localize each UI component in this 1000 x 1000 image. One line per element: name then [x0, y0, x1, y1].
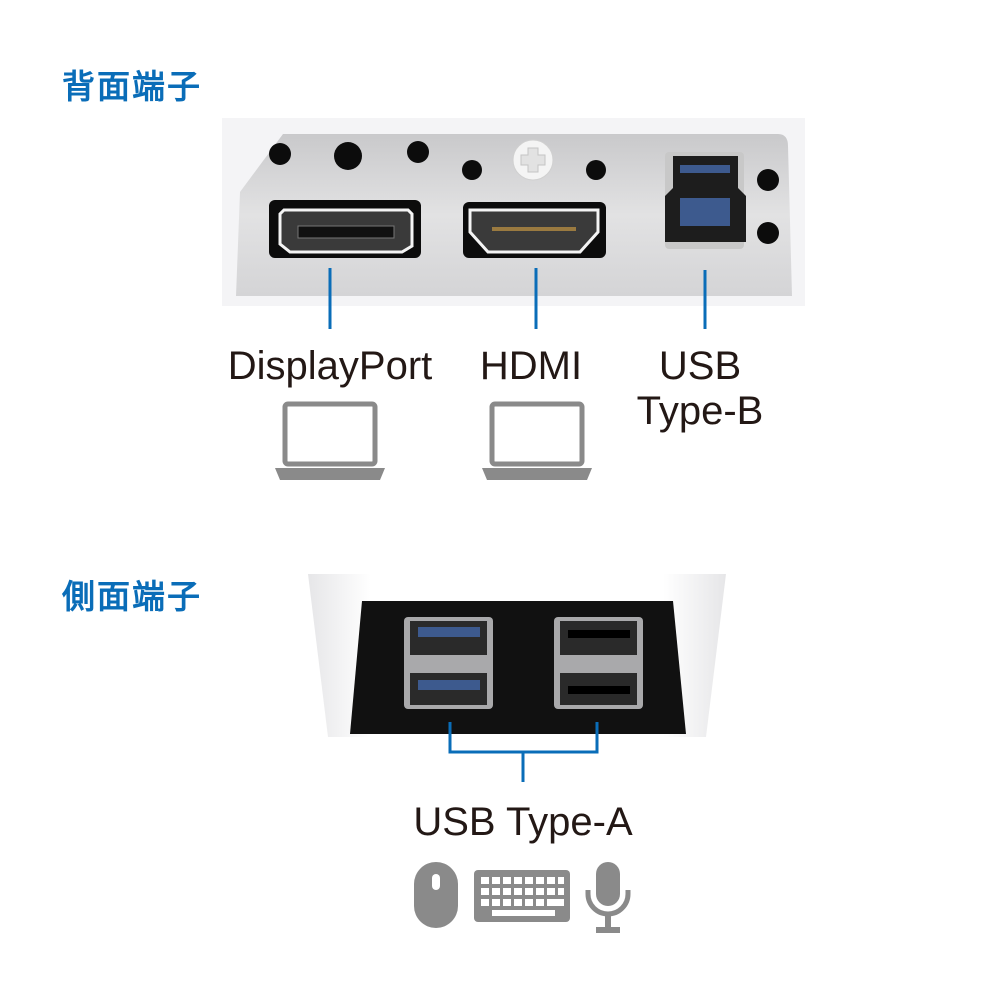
screw-icon: [512, 139, 554, 181]
vent-holes: [269, 141, 779, 244]
hdmi-port: [463, 202, 606, 258]
laptop-icon: [275, 401, 385, 480]
usb-type-a-port-pair-black: [554, 617, 643, 709]
laptop-icon: [482, 401, 592, 480]
side-bracket-line: [448, 722, 599, 782]
rear-panel: [222, 118, 805, 306]
usb-b-label-line2: Type-B: [636, 389, 764, 433]
displayport-label: DisplayPort: [227, 344, 433, 388]
usb-type-b-port: [665, 152, 746, 249]
side-section-title: 側面端子: [62, 577, 202, 616]
usb-type-a-port-pair-blue: [404, 617, 493, 709]
usb-b-label-line1: USB: [658, 344, 742, 388]
rear-leader-lines: [328, 268, 707, 329]
rear-section-title: 背面端子: [62, 67, 202, 106]
side-panel: [308, 574, 726, 737]
hdmi-label: HDMI: [479, 344, 583, 388]
usb-a-label: USB Type-A: [413, 800, 633, 844]
displayport-port: [269, 200, 421, 258]
keyboard-icon: [474, 870, 570, 922]
mouse-icon: [414, 862, 458, 928]
microphone-icon: [585, 862, 631, 933]
